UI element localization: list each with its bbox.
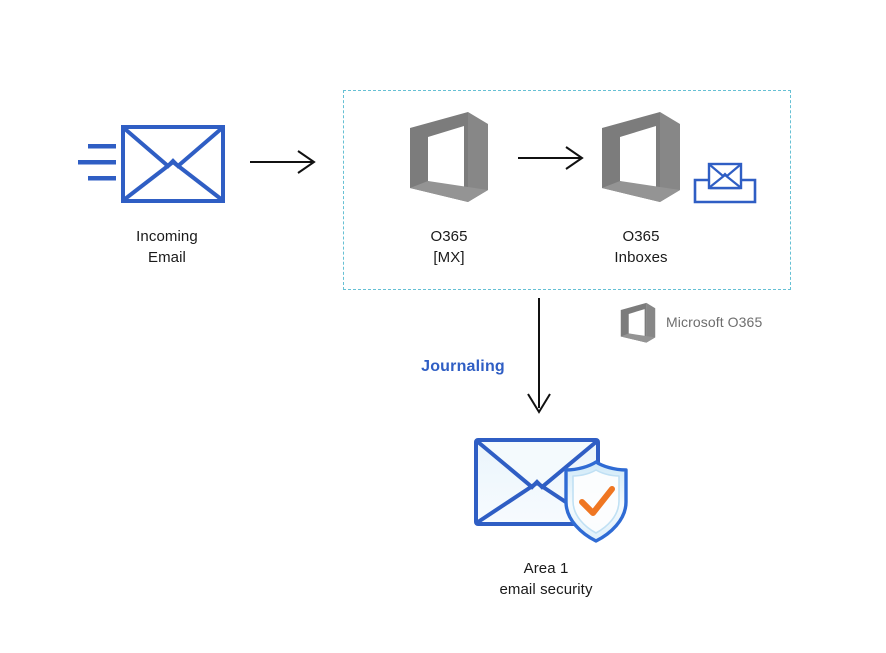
area1-label-line2: email security xyxy=(499,581,593,598)
area1-label-line1: Area 1 xyxy=(523,560,569,577)
journaling-label: Journaling xyxy=(421,358,505,375)
legend-office-icon-wrap xyxy=(619,302,657,344)
arrow-right-icon xyxy=(250,150,316,174)
area1-email-security-node xyxy=(470,432,630,544)
office-365-icon xyxy=(410,112,488,202)
legend-label: Microsoft O365 xyxy=(666,314,763,330)
envelope-with-speedlines-icon xyxy=(78,125,225,203)
incoming-email-label-line2: Email xyxy=(147,249,186,266)
office-365-icon xyxy=(602,112,680,202)
arrow-inboxes-to-area1 xyxy=(522,298,556,420)
arrow-down-icon xyxy=(527,298,551,414)
o365-mx-label-line1: O365 xyxy=(430,228,468,245)
incoming-email-node xyxy=(76,118,226,210)
o365-inboxes-label-line1: O365 xyxy=(622,228,660,245)
office-365-icon xyxy=(620,302,656,343)
o365-mx-node xyxy=(406,110,492,205)
o365-mx-label-line2: [MX] xyxy=(433,249,465,266)
o365-mx-label: O365 [MX] xyxy=(374,226,524,268)
arrow-incoming-to-mx xyxy=(250,148,320,176)
o365-inboxes-node xyxy=(598,110,684,205)
o365-inboxes-label-line2: Inboxes xyxy=(614,249,668,266)
arrow-mx-to-inboxes xyxy=(518,144,588,172)
incoming-email-label-line1: Incoming xyxy=(136,228,198,245)
inbox-tray-envelope-icon xyxy=(693,162,757,204)
envelope-shield-check-icon xyxy=(474,438,628,543)
area1-email-security-label: Area 1 email security xyxy=(470,558,622,600)
o365-zone-boundary xyxy=(343,90,791,290)
arrow-right-icon xyxy=(518,146,584,170)
inbox-tray-envelope-icon-wrap xyxy=(693,158,757,206)
